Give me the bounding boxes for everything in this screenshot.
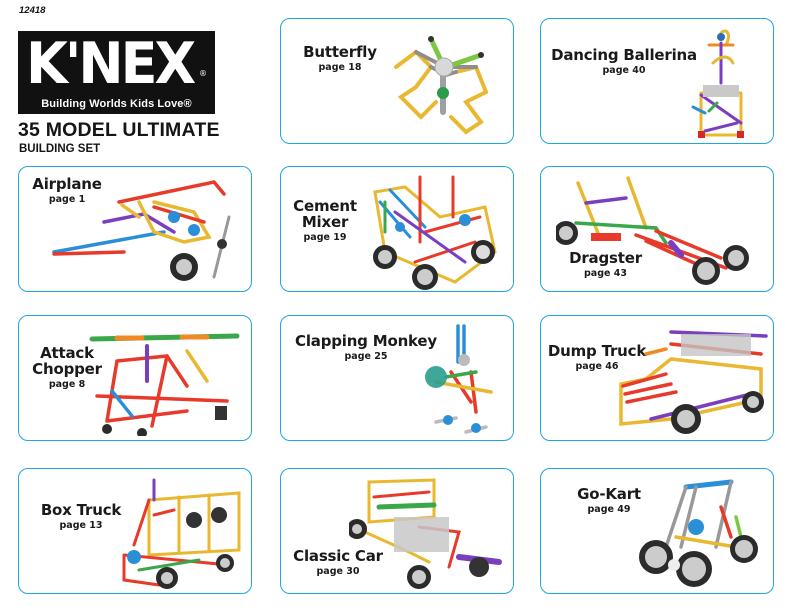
model-label: Attack Chopper page 8 bbox=[27, 344, 107, 390]
model-label: Airplane page 1 bbox=[27, 175, 107, 205]
model-page: page 30 bbox=[316, 565, 360, 577]
model-title: Dragster bbox=[569, 249, 642, 267]
model-title: Dancing Ballerina bbox=[551, 46, 697, 64]
model-page: page 8 bbox=[48, 378, 86, 390]
model-label: Go-Kart page 49 bbox=[569, 485, 649, 515]
model-label: Dancing Ballerina page 40 bbox=[549, 46, 699, 76]
clapping-monkey-model-image bbox=[416, 322, 506, 438]
model-title: Clapping Monkey bbox=[295, 332, 437, 350]
logo-wordmark: K'NEX bbox=[26, 31, 196, 97]
model-label: Cement Mixer page 19 bbox=[289, 197, 361, 243]
model-page: page 1 bbox=[48, 193, 86, 205]
cement-mixer-model-image bbox=[365, 172, 505, 290]
model-page: page 40 bbox=[602, 64, 646, 76]
classic-car-model-image bbox=[349, 477, 511, 589]
model-page: page 25 bbox=[344, 350, 388, 362]
model-title: Go-Kart bbox=[577, 485, 641, 503]
model-title: Airplane bbox=[32, 175, 102, 193]
model-title: Dump Truck bbox=[547, 342, 647, 360]
model-title: Classic Car bbox=[293, 547, 383, 565]
dump-truck-model-image bbox=[611, 324, 771, 436]
model-page: page 18 bbox=[318, 61, 362, 73]
model-card-attack-chopper[interactable]: Attack Chopper page 8 bbox=[18, 315, 252, 441]
dragster-model-image bbox=[556, 173, 756, 285]
set-title: 35 MODEL ULTIMATE bbox=[18, 119, 220, 141]
model-card-butterfly[interactable]: Butterfly page 18 bbox=[280, 18, 514, 144]
logo-tagline: Building Worlds Kids Love® bbox=[41, 98, 192, 110]
set-number: 12418 bbox=[19, 5, 46, 16]
go-kart-model-image bbox=[636, 477, 761, 592]
model-card-dump-truck[interactable]: Dump Truck page 46 bbox=[540, 315, 774, 441]
model-title: Cement bbox=[293, 197, 357, 215]
model-card-cement-mixer[interactable]: Cement Mixer page 19 bbox=[280, 166, 514, 292]
model-card-dragster[interactable]: Dragster page 43 bbox=[540, 166, 774, 292]
model-title: Butterfly bbox=[303, 43, 377, 61]
attack-chopper-model-image bbox=[87, 321, 249, 436]
knex-logo: K'NEX ® Building Worlds Kids Love® bbox=[18, 31, 215, 114]
model-card-classic-car[interactable]: Classic Car page 30 bbox=[280, 468, 514, 594]
model-label: Dump Truck page 46 bbox=[547, 342, 647, 372]
model-card-box-truck[interactable]: Box Truck page 13 bbox=[18, 468, 252, 594]
model-title-line2: Mixer bbox=[301, 212, 349, 231]
model-page: page 46 bbox=[575, 360, 619, 372]
model-label: Butterfly page 18 bbox=[295, 43, 385, 73]
model-page: page 13 bbox=[59, 519, 103, 531]
airplane-model-image bbox=[44, 172, 249, 287]
model-label: Classic Car page 30 bbox=[293, 547, 383, 577]
model-label: Dragster page 43 bbox=[563, 249, 648, 279]
model-card-dancing-ballerina[interactable]: Dancing Ballerina page 40 bbox=[540, 18, 774, 144]
model-title: Box Truck bbox=[40, 501, 122, 519]
model-page: page 49 bbox=[587, 503, 631, 515]
box-truck-model-image bbox=[119, 475, 244, 591]
model-page: page 43 bbox=[584, 267, 627, 279]
ballerina-model-image bbox=[691, 23, 751, 141]
model-card-go-kart[interactable]: Go-Kart page 49 bbox=[540, 468, 774, 594]
butterfly-model-image bbox=[386, 27, 498, 139]
model-card-clapping-monkey[interactable]: Clapping Monkey page 25 bbox=[280, 315, 514, 441]
model-title-line2: Chopper bbox=[32, 359, 102, 378]
model-label: Box Truck page 13 bbox=[31, 501, 131, 531]
registered-mark: ® bbox=[199, 69, 207, 78]
model-title: Attack bbox=[40, 344, 94, 362]
model-card-airplane[interactable]: Airplane page 1 bbox=[18, 166, 252, 292]
set-subtitle: BUILDING SET bbox=[19, 143, 101, 155]
model-label: Clapping Monkey page 25 bbox=[291, 332, 441, 362]
model-page: page 19 bbox=[303, 231, 347, 243]
